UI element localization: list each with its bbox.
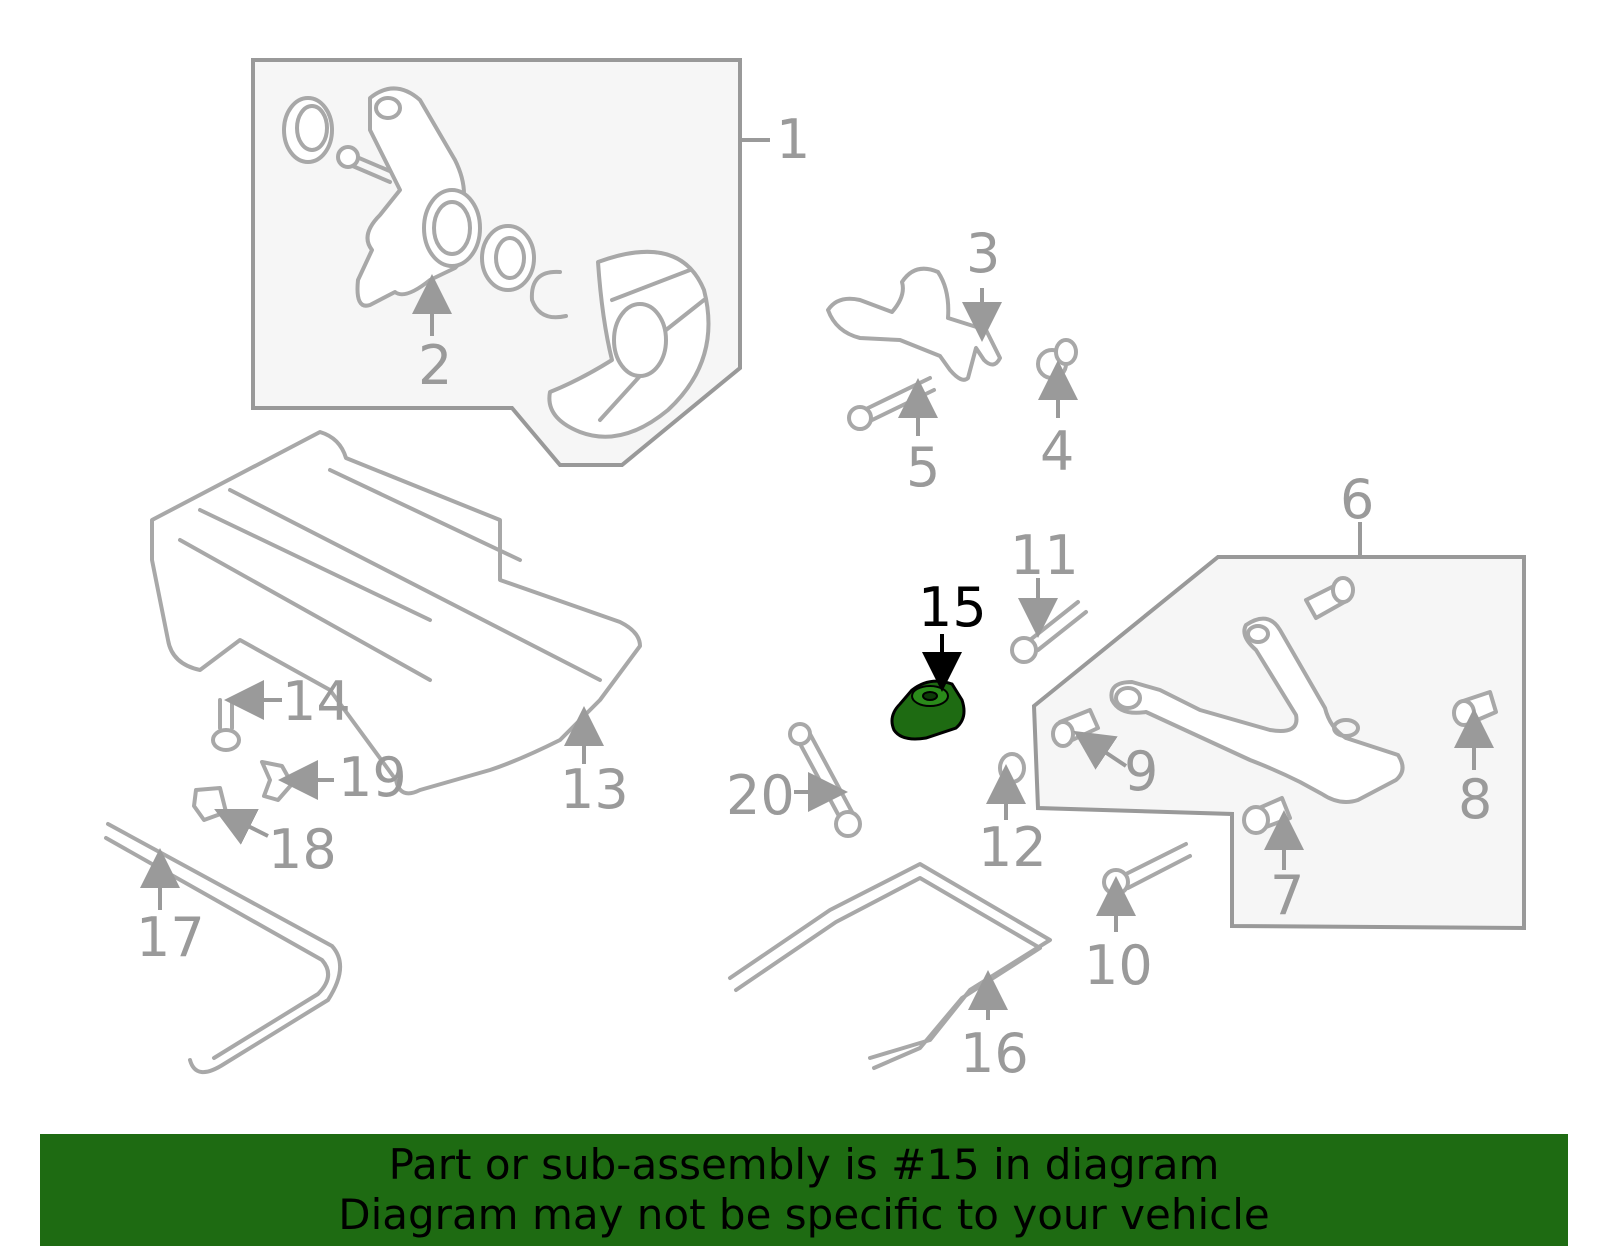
bolt-part-14	[211, 698, 241, 752]
subframe-part-13	[150, 430, 642, 796]
mount-part-15-highlighted	[890, 679, 966, 741]
callout-6: 6	[1340, 468, 1374, 531]
callout-5: 5	[906, 436, 940, 499]
callout-14: 14	[282, 670, 351, 733]
callout-12: 12	[978, 816, 1047, 879]
callout-8: 8	[1458, 768, 1492, 831]
callout-18: 18	[268, 818, 337, 881]
clip-part-19	[260, 760, 294, 802]
part-notice-banner: Part or sub-assembly is #15 in diagram D…	[40, 1134, 1568, 1246]
bushing-part-18	[192, 786, 228, 822]
stabilizer-bar-part-16	[728, 862, 1052, 1070]
bolt-part-10	[1102, 842, 1192, 896]
callout-3: 3	[966, 222, 1000, 285]
bracket-part-3	[826, 266, 1002, 382]
callout-13: 13	[560, 758, 629, 821]
banner-line-1: Part or sub-assembly is #15 in diagram	[388, 1140, 1220, 1189]
callout-20: 20	[726, 764, 795, 827]
knuckle-assembly-panel	[251, 58, 742, 467]
stabilizer-link-part-20	[788, 722, 862, 838]
washer-part-12	[998, 752, 1026, 784]
callout-4: 4	[1040, 420, 1074, 483]
callout-7: 7	[1270, 864, 1304, 927]
bushing-part-4	[1036, 338, 1078, 380]
stabilizer-bar-part-17	[104, 822, 342, 1074]
bolt-part-11	[1010, 600, 1088, 664]
callout-19: 19	[338, 746, 407, 809]
subframe-detail	[178, 468, 602, 682]
banner-line-2: Diagram may not be specific to your vehi…	[338, 1190, 1270, 1239]
callout-11: 11	[1010, 524, 1079, 587]
callout-9: 9	[1124, 740, 1158, 803]
leader-lines	[140, 138, 1494, 1020]
callout-16: 16	[960, 1022, 1029, 1085]
bolt-part-5	[847, 376, 936, 431]
callout-17: 17	[136, 906, 205, 969]
callout-15: 15	[918, 576, 987, 639]
callout-2: 2	[418, 334, 452, 397]
callout-1: 1	[776, 108, 810, 171]
callout-10: 10	[1084, 934, 1153, 997]
